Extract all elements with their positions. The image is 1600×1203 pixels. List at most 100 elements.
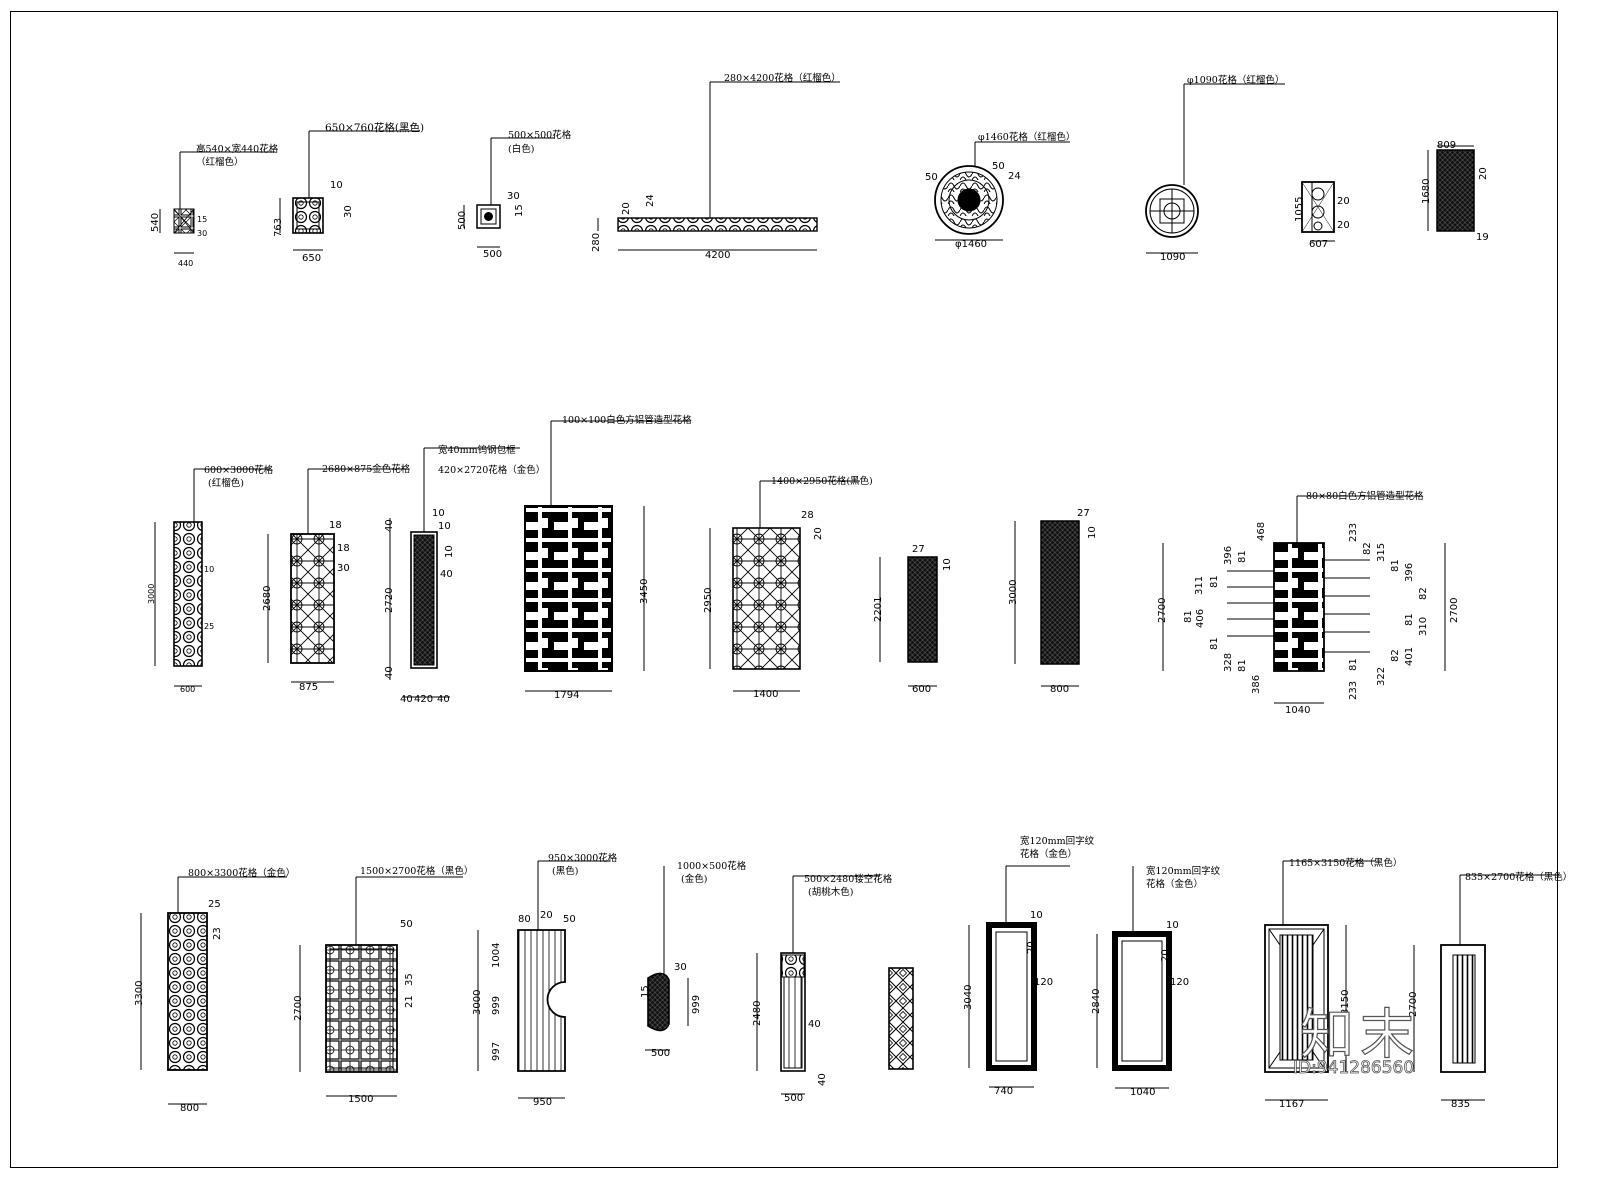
label-r1-4: 280×4200花格（红榴色） bbox=[724, 73, 841, 84]
label-r1-5: φ1460花格（红榴色） bbox=[978, 132, 1076, 143]
dim-r3-4-d1: 30 bbox=[674, 962, 687, 973]
panel-r3-6 bbox=[968, 865, 1070, 1088]
dim-r1-4-d1: 20 bbox=[621, 202, 632, 215]
dim-r3-1-w: 800 bbox=[180, 1103, 200, 1114]
dim-r2-8-l8: 328 bbox=[1223, 652, 1234, 672]
dim-r3-5-w: 500 bbox=[784, 1093, 804, 1104]
dim-r2-3-d2: 10 bbox=[438, 521, 451, 532]
dim-r2-8-l6: 81 bbox=[1183, 610, 1194, 623]
dim-r2-6-h: 2201 bbox=[873, 596, 884, 622]
panel-r3-9 bbox=[1413, 874, 1560, 1101]
dim-r2-8-l5: 406 bbox=[1195, 608, 1206, 628]
dim-r3-6-d2: 20 bbox=[1026, 941, 1037, 954]
dim-r1-4-w: 4200 bbox=[705, 250, 731, 261]
dim-r3-5-d1: 40 bbox=[808, 1019, 821, 1030]
dim-r2-7-h: 3000 bbox=[1008, 579, 1019, 605]
dim-r2-5-d1: 28 bbox=[801, 510, 814, 521]
dim-r2-8-r11: 322 bbox=[1376, 666, 1387, 686]
dim-r3-3-h: 3000 bbox=[472, 989, 483, 1015]
dim-r1-2-h: 763 bbox=[273, 217, 284, 237]
dim-r1-3-d1: 30 bbox=[507, 191, 520, 202]
dim-r2-8-w: 1040 bbox=[1285, 705, 1311, 716]
dim-r3-3-v1: 1004 bbox=[491, 942, 502, 968]
dim-r1-6-w: 1090 bbox=[1160, 252, 1186, 263]
dim-r2-3-w3: 40 bbox=[437, 694, 450, 705]
dim-r2-5-d2: 20 bbox=[813, 527, 824, 540]
dim-r1-5-d1: 50 bbox=[925, 172, 938, 183]
panel-r3-3 bbox=[477, 860, 610, 1099]
dim-r1-3-h: 500 bbox=[457, 210, 468, 230]
dim-r3-2-d2: 35 bbox=[404, 973, 415, 986]
label-r3-4b: (金色) bbox=[681, 874, 708, 885]
label-r3-5: 500×2480镂空花格 bbox=[804, 874, 893, 885]
dim-r1-5-d3: 24 bbox=[1008, 171, 1021, 182]
panel-r1-2 bbox=[279, 130, 420, 251]
panel-r2-8 bbox=[1162, 495, 1446, 704]
dim-r2-8-r3: 81 bbox=[1390, 559, 1401, 572]
label-r1-3b: (白色) bbox=[508, 144, 535, 155]
dim-r2-7-d1: 27 bbox=[1077, 508, 1090, 519]
dim-r2-8-r0: 233 bbox=[1348, 522, 1359, 542]
label-r3-8: 1165×3150花格（黑色） bbox=[1289, 858, 1403, 869]
dim-r2-8-r5: 82 bbox=[1418, 587, 1429, 600]
panel-r1-4 bbox=[597, 81, 840, 251]
panel-r1-7 bbox=[1301, 181, 1335, 242]
watermark-brand: 知末 bbox=[1299, 1002, 1420, 1066]
label-r1-3: 500×500花格 bbox=[508, 130, 572, 141]
dim-r3-8-w: 1167 bbox=[1279, 1099, 1305, 1110]
panel-r3-4 bbox=[645, 866, 689, 1051]
dim-r2-1-w: 600 bbox=[180, 685, 196, 694]
dim-r3-1-d2: 23 bbox=[212, 927, 223, 940]
dim-r3-2-d3: 21 bbox=[404, 995, 415, 1008]
dim-r2-3-h: 2720 bbox=[384, 587, 395, 613]
panel-r3-2 bbox=[299, 876, 463, 1097]
dim-r1-1-d1: 15 bbox=[197, 215, 208, 224]
dim-r2-3-w1: 40 bbox=[400, 694, 413, 705]
dim-r3-2-w: 1500 bbox=[348, 1094, 374, 1105]
dim-r2-8-r4: 396 bbox=[1404, 562, 1415, 582]
dim-r3-7-d3: 120 bbox=[1170, 977, 1190, 988]
dim-r1-5-d2: 50 bbox=[992, 161, 1005, 172]
panel-r2-3 bbox=[389, 447, 520, 698]
dim-r1-8-h: 1680 bbox=[1421, 178, 1432, 204]
dim-r2-3-b: 40 bbox=[384, 666, 395, 679]
dim-r2-8-r2: 315 bbox=[1376, 542, 1387, 562]
panel-r2-1 bbox=[154, 468, 270, 687]
dim-r3-6-h: 3040 bbox=[963, 984, 974, 1010]
dim-r2-7-d2: 10 bbox=[1087, 526, 1098, 539]
dim-r3-7-d2: 20 bbox=[1160, 949, 1171, 962]
label-r3-7b: 花格（金色） bbox=[1146, 879, 1204, 890]
label-r1-6: φ1090花格（红榴色） bbox=[1187, 75, 1285, 86]
dim-r3-4-d3: 15 bbox=[640, 985, 651, 998]
dim-r3-3-w: 950 bbox=[533, 1097, 553, 1108]
dim-r3-1-d1: 25 bbox=[208, 899, 221, 910]
label-r2-3: 宽40mm钨钢包框 bbox=[438, 445, 516, 456]
watermark-id: ID:941286560 bbox=[1293, 1058, 1415, 1079]
label-r3-3b: (黑色) bbox=[552, 866, 579, 877]
dim-r1-7-d2: 20 bbox=[1337, 220, 1350, 231]
panel-r3-1 bbox=[140, 876, 287, 1105]
dim-r2-6-d2: 10 bbox=[942, 558, 953, 571]
dim-r2-5-h: 2950 bbox=[703, 587, 714, 613]
dim-r2-4-w: 1794 bbox=[554, 690, 580, 701]
dim-r3-3-d2: 20 bbox=[540, 910, 553, 921]
label-r3-7: 宽120mm回字纹 bbox=[1146, 866, 1221, 877]
dim-r2-8-l0: 468 bbox=[1256, 521, 1267, 541]
dim-r3-4-w: 500 bbox=[651, 1048, 671, 1059]
dim-r2-7-w: 800 bbox=[1050, 684, 1070, 695]
dim-r1-8-top: 809 bbox=[1437, 140, 1457, 151]
dim-r1-7-h: 1055 bbox=[1294, 196, 1305, 222]
label-r2-4: 100×100白色方铝管造型花格 bbox=[562, 415, 692, 426]
dim-r1-7-d1: 20 bbox=[1337, 196, 1350, 207]
dim-r1-3-w: 500 bbox=[483, 249, 503, 260]
panel-r3-8 bbox=[1264, 860, 1376, 1101]
panel-r2-4 bbox=[524, 420, 690, 692]
label-r3-2: 1500×2700花格（黑色） bbox=[360, 866, 474, 877]
dim-r1-4-d2: 24 bbox=[645, 194, 656, 207]
dim-r2-3-d3: 10 bbox=[444, 545, 455, 558]
dim-r2-2-d3: 30 bbox=[337, 563, 350, 574]
dim-r2-8-r9: 401 bbox=[1404, 646, 1415, 666]
panel-r2-5 bbox=[709, 480, 860, 692]
dim-r1-1-h: 540 bbox=[150, 212, 161, 232]
